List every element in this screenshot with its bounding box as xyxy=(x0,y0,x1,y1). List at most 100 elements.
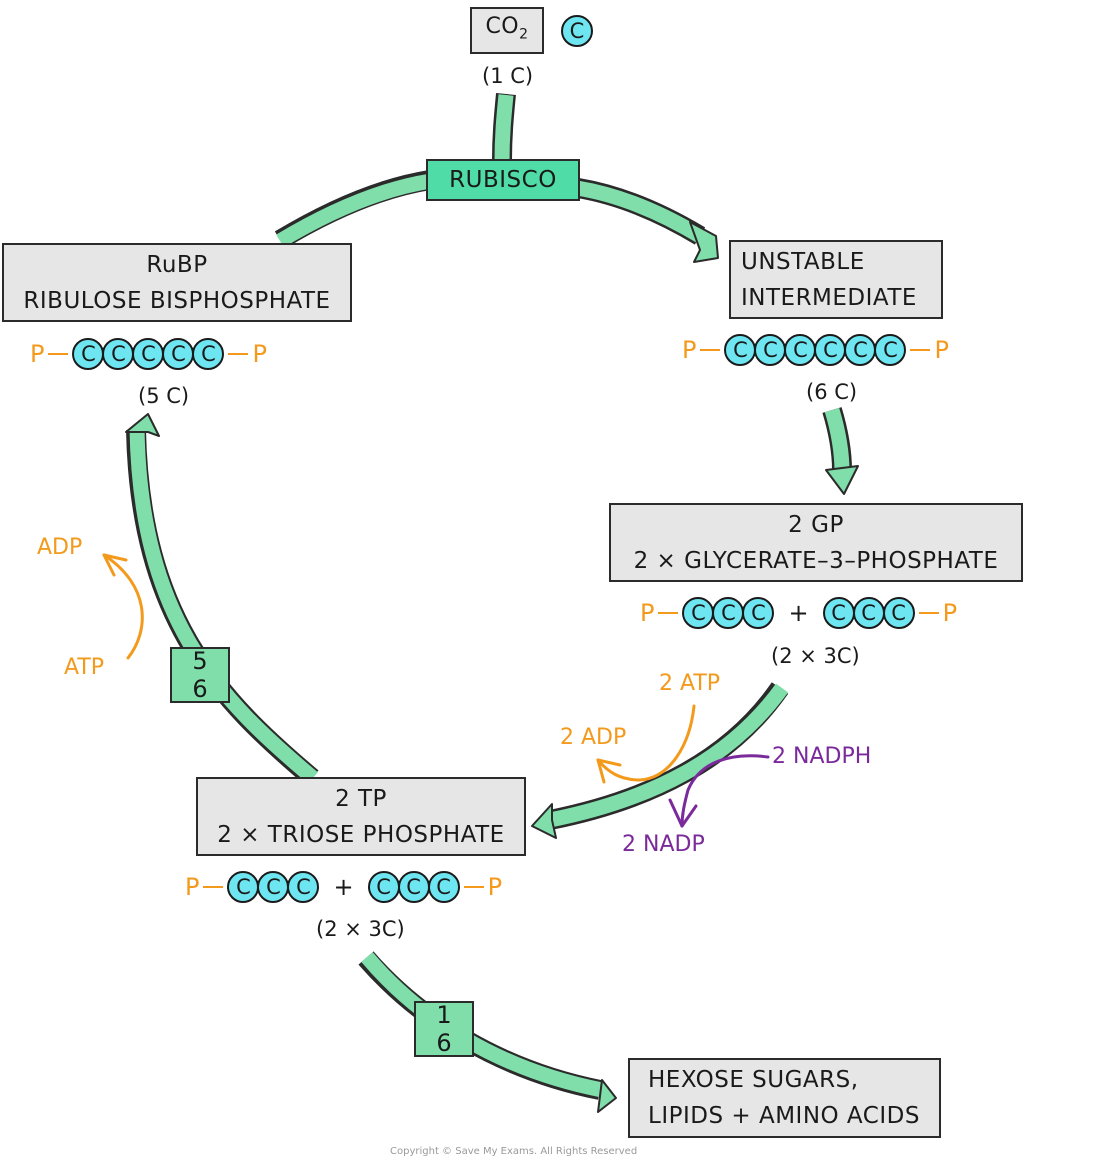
five-sixths-fraction-box: 5 6 xyxy=(170,647,230,703)
nadph-nadp-arrow xyxy=(668,754,770,828)
tp-molecules: P C C C + C C C P xyxy=(185,870,502,904)
phosphate-group: P xyxy=(185,873,200,901)
arrowhead xyxy=(689,221,719,263)
carbon-atom: C xyxy=(132,338,165,370)
nadph-label: 2 NADPH xyxy=(772,744,872,769)
atp-adp-reduction-arrow xyxy=(596,704,696,784)
phosphate-group: P xyxy=(30,340,45,368)
carbon-atom: C xyxy=(874,334,907,366)
bond xyxy=(658,612,679,614)
intermediate-carbon-count: (6 C) xyxy=(806,380,858,404)
carbon-atom: C xyxy=(712,597,745,629)
co2-label: CO2 xyxy=(485,9,528,52)
phosphate-group: P xyxy=(487,873,503,901)
gp-carbon-count: (2 × 3C) xyxy=(771,644,860,668)
gp-molecules: P C C C + C C C P xyxy=(640,596,957,630)
co2-carbon-count: (1 C) xyxy=(482,64,534,88)
arrowhead xyxy=(825,465,859,495)
products-line2: LIPIDS + AMINO ACIDS xyxy=(648,1103,920,1129)
unstable-intermediate-box: UNSTABLE INTERMEDIATE xyxy=(729,240,943,319)
carbon-atom: C xyxy=(822,597,855,629)
gp-fullname: 2 × GLYCERATE–3–PHOSPHATE xyxy=(633,547,999,574)
tp-box: 2 TP 2 × TRIOSE PHOSPHATE xyxy=(196,777,526,856)
tp-abbrev: 2 TP xyxy=(335,785,387,812)
co2-box: CO2 xyxy=(470,7,544,54)
rubp-molecule: P C C C C C P xyxy=(30,337,267,371)
carbon-atom: C xyxy=(882,597,915,629)
products-box: HEXOSE SUGARS, LIPIDS + AMINO ACIDS xyxy=(628,1058,941,1138)
tp-to-products-arrow xyxy=(358,951,617,1113)
carbon-atom: C xyxy=(724,334,757,366)
fraction-numerator: 1 xyxy=(436,1001,452,1029)
tp-fullname: 2 × TRIOSE PHOSPHATE xyxy=(217,821,505,848)
bond xyxy=(228,353,249,355)
rubisco-label: RUBISCO xyxy=(449,167,557,193)
carbon-atom: C xyxy=(754,334,787,366)
products-line1: HEXOSE SUGARS, xyxy=(648,1067,859,1093)
carbon-atom: C xyxy=(162,338,195,370)
co2-carbon: C xyxy=(561,14,593,48)
phosphate-group: P xyxy=(934,336,949,364)
co2-entry-arrow xyxy=(492,93,516,163)
nadp-label: 2 NADP xyxy=(622,832,705,857)
carbon-atom: C xyxy=(682,597,715,629)
rubp-abbrev: RuBP xyxy=(146,251,208,278)
phosphate-group: P xyxy=(640,599,655,627)
rubp-box: RuBP RIBULOSE BISPHOSPHATE xyxy=(2,243,352,322)
carbon-atom: C xyxy=(814,334,847,366)
carbon-atom: C xyxy=(844,334,877,366)
fraction-numerator: 5 xyxy=(192,647,208,675)
plus-sign: + xyxy=(333,873,354,901)
carbon-atom: C xyxy=(367,871,400,903)
carbon-atom: C xyxy=(397,871,430,903)
bond xyxy=(700,349,721,351)
rubisco-enzyme-box: RUBISCO xyxy=(426,159,580,201)
fraction-denominator: 6 xyxy=(192,675,208,703)
carbon-atom: C xyxy=(192,338,225,370)
phosphate-group: P xyxy=(252,340,267,368)
arrowhead xyxy=(597,1079,617,1113)
intermediate-molecule: P C C C C C C P xyxy=(682,333,949,367)
bond xyxy=(203,886,224,888)
rubisco-to-intermediate-arrow xyxy=(575,178,719,263)
tp-carbon-count: (2 × 3C) xyxy=(316,917,405,941)
phosphate-group: P xyxy=(682,336,697,364)
rubp-to-rubisco-arrow xyxy=(274,170,433,249)
gp-abbrev: 2 GP xyxy=(788,511,844,538)
co2-text: CO xyxy=(485,13,520,39)
regeneration-atp-label: ATP xyxy=(64,655,105,680)
carbon-atom: C xyxy=(742,597,775,629)
regeneration-adp-label: ADP xyxy=(37,535,83,560)
carbon-atom: C xyxy=(257,871,290,903)
rubp-fullname: RIBULOSE BISPHOSPHATE xyxy=(23,287,331,314)
fraction-denominator: 6 xyxy=(436,1029,452,1057)
plus-sign: + xyxy=(788,599,809,627)
arrowhead xyxy=(125,413,160,437)
rubp-carbon-count: (5 C) xyxy=(138,384,190,408)
atp-adp-regeneration-arrow xyxy=(102,553,144,660)
tp-to-rubp-arrow xyxy=(125,413,319,786)
intermediate-to-gp-arrow xyxy=(822,407,859,495)
bond xyxy=(918,612,939,614)
arrowhead xyxy=(531,803,557,839)
copyright-notice: Copyright © Save My Exams. All Rights Re… xyxy=(390,1146,638,1157)
gp-box: 2 GP 2 × GLYCERATE–3–PHOSPHATE xyxy=(609,503,1023,582)
carbon-atom: C xyxy=(561,15,593,47)
bond xyxy=(910,349,931,351)
bond xyxy=(463,886,484,888)
carbon-atom: C xyxy=(427,871,460,903)
carbon-atom: C xyxy=(852,597,885,629)
carbon-atom: C xyxy=(227,871,260,903)
carbon-atom: C xyxy=(102,338,135,370)
phosphate-group: P xyxy=(942,599,958,627)
intermediate-line1: UNSTABLE xyxy=(741,248,865,275)
reduction-adp-label: 2 ADP xyxy=(560,725,627,750)
carbon-atom: C xyxy=(784,334,817,366)
one-sixth-fraction-box: 1 6 xyxy=(414,1001,474,1057)
co2-subscript: 2 xyxy=(519,26,529,43)
carbon-atom: C xyxy=(72,338,105,370)
reduction-atp-label: 2 ATP xyxy=(659,671,721,696)
carbon-atom: C xyxy=(287,871,320,903)
